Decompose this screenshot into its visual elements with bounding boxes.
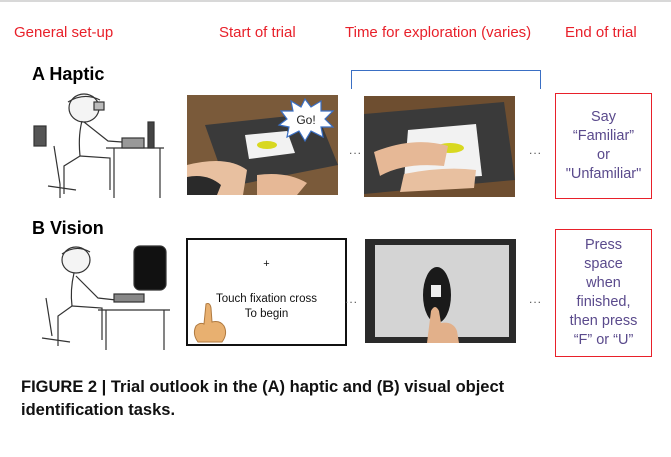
- pointing-hand-icon: [193, 303, 227, 343]
- header-exploration-time: Time for exploration (varies): [345, 24, 532, 41]
- haptic-end-instruction-text: Say “Familiar” or "Unfamiliar": [565, 109, 642, 182]
- vision-ellipsis-1: ...: [345, 292, 359, 306]
- vision-setup-sketch: [41, 245, 170, 350]
- haptic-start-photo: Go!: [187, 95, 338, 195]
- vision-exploration-photo: [365, 239, 516, 343]
- figure-caption: FIGURE 2 | Trial outlook in the (A) hapt…: [21, 378, 505, 419]
- haptic-ellipsis-1: ...: [349, 143, 363, 157]
- go-badge-text: Go!: [296, 113, 315, 127]
- haptic-end-instruction-box: Say “Familiar” or "Unfamiliar": [555, 93, 652, 199]
- touch-instruction-text: Touch fixation cross To begin: [216, 293, 317, 320]
- haptic-ellipsis-2: ...: [529, 143, 543, 157]
- header-general-setup: General set-up: [14, 24, 114, 41]
- haptic-exploration-photo: [364, 96, 515, 197]
- vision-start-screen: + Touch fixation cross To begin: [186, 238, 347, 346]
- row-label-vision: B Vision: [32, 218, 104, 238]
- fixation-cross: +: [263, 258, 270, 270]
- vision-end-instruction-text: Press space when finished, then press “F…: [569, 237, 638, 348]
- vision-ellipsis-2: ...: [529, 292, 543, 306]
- row-label-haptic: A Haptic: [32, 64, 105, 84]
- haptic-setup-sketch: [33, 93, 164, 198]
- vision-end-instruction-box: Press space when finished, then press “F…: [555, 229, 652, 357]
- exploration-bracket: [351, 70, 541, 89]
- header-start-of-trial: Start of trial: [219, 24, 296, 41]
- header-end-of-trial: End of trial: [565, 24, 637, 41]
- top-border: [0, 0, 671, 2]
